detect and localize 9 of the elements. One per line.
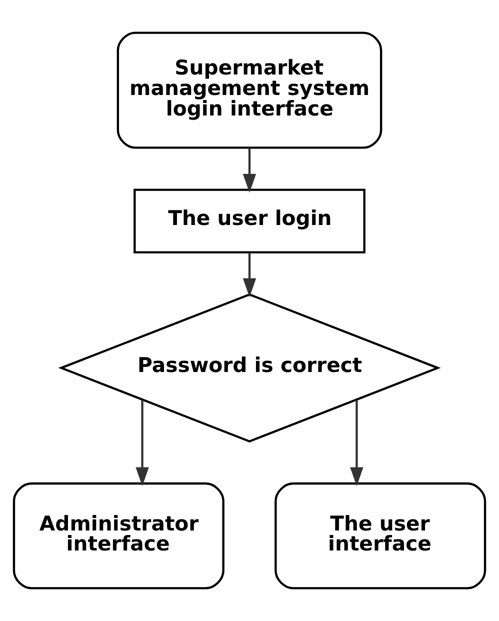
arrow xyxy=(242,148,256,193)
node-box: Administrator interface xyxy=(12,482,224,590)
arrow xyxy=(136,400,149,486)
node-box: The user interface xyxy=(274,482,486,590)
arrow xyxy=(350,400,364,486)
node-box: Supermarket management system login interface xyxy=(116,32,382,149)
arrow xyxy=(242,252,256,298)
node-box: The user login xyxy=(134,188,366,254)
node-diamond: Password is correct xyxy=(58,293,441,443)
